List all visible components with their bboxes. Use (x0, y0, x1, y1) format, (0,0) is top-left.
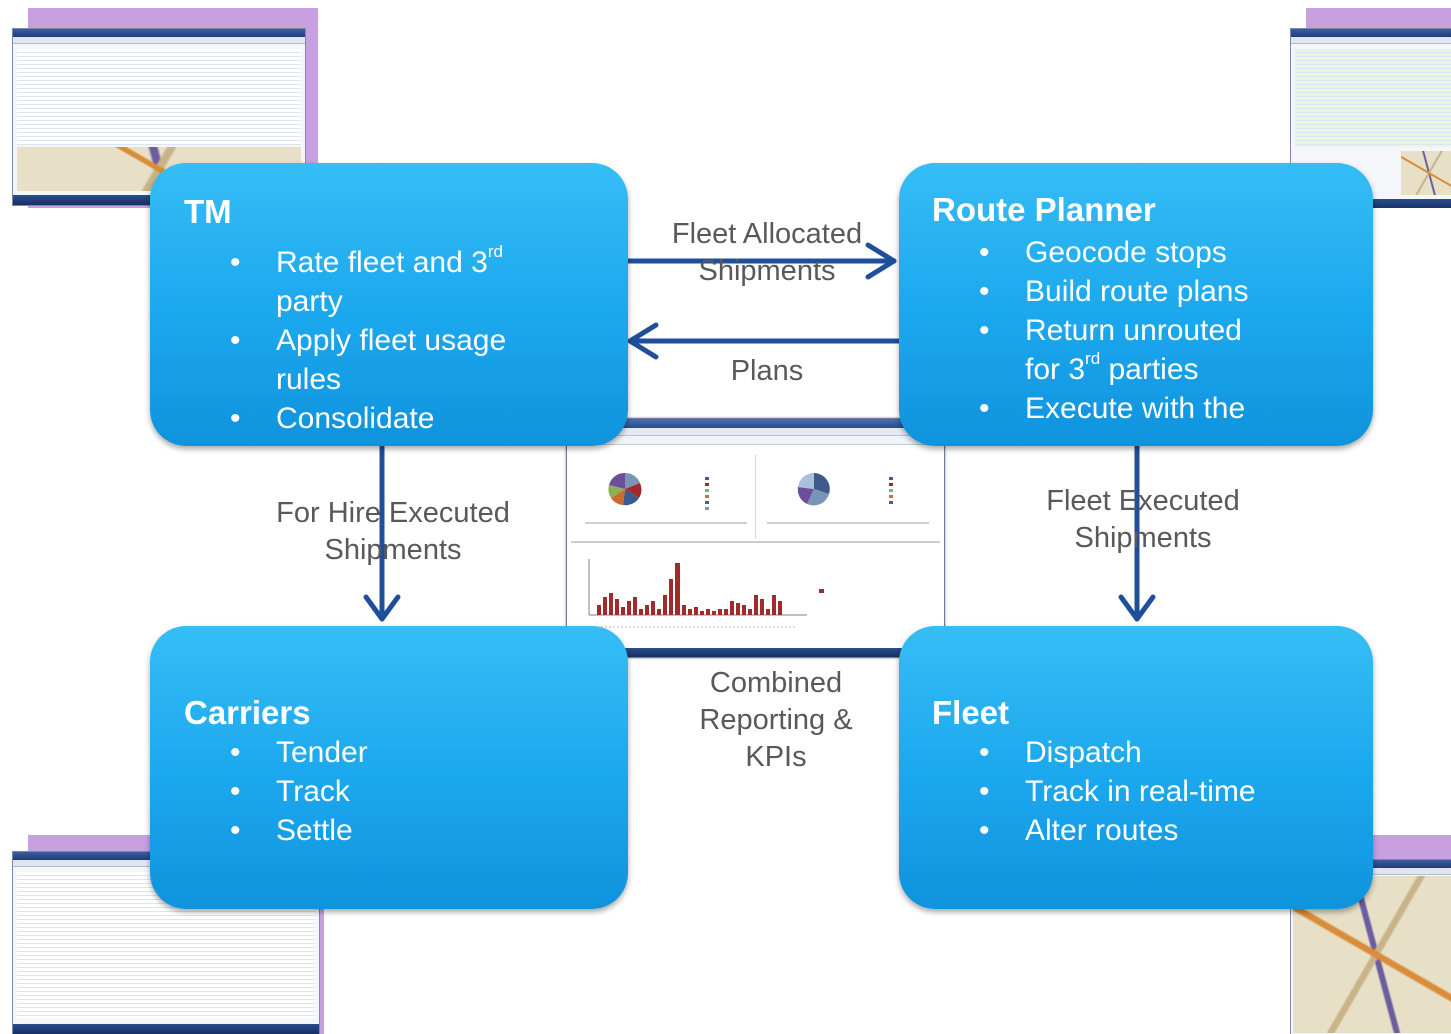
route-planner-box: Route Planner Geocode stops Build route … (899, 163, 1373, 446)
route-planner-bullet-build: Build route plans (979, 272, 1369, 311)
arrow-tm-to-carriers-head (363, 594, 401, 622)
route-planner-bullet-execute: Execute with the (979, 389, 1369, 428)
route-planner-bullet-geocode: Geocode stops (979, 233, 1369, 272)
arrow-route-planner-to-fleet-head (1118, 594, 1156, 622)
carriers-box: Carriers Tender Track Settle (150, 626, 628, 909)
tm-bullet-consolidate: Consolidate (230, 399, 620, 438)
left-pie-chart (608, 472, 642, 506)
fleet-box: Fleet Dispatch Track in real-time Alter … (899, 626, 1373, 909)
carriers-bullet-settle: Settle (230, 811, 620, 850)
route-planner-title: Route Planner (932, 191, 1156, 228)
tm-title: TM (184, 193, 232, 230)
fleet-map-screenshot-thumbnail (1290, 835, 1451, 1034)
fleet-bullet-dispatch: Dispatch (979, 733, 1369, 772)
fleet-bullet-list: Dispatch Track in real-time Alter routes (979, 733, 1369, 850)
left-pie-legend (705, 477, 709, 510)
reporting-charts (571, 472, 940, 628)
bar-chart (597, 563, 782, 615)
fleet-title: Fleet (932, 694, 1010, 731)
carriers-bullet-track: Track (230, 772, 620, 811)
right-pie-legend (889, 477, 893, 504)
bar-chart-legend-swatch (819, 589, 824, 593)
fleet-bullet-track: Track in real-time (979, 772, 1369, 811)
arrow-tm-to-route-planner-head (865, 242, 897, 280)
label-plans: Plans (730, 355, 804, 387)
reporting-dashboard-screenshot (566, 418, 945, 658)
right-pie-chart (797, 472, 830, 506)
fleet-bullet-alter: Alter routes (979, 811, 1369, 850)
carriers-title: Carriers (184, 694, 311, 731)
carriers-bullet-list: Tender Track Settle (230, 733, 620, 850)
carriers-bullet-tender: Tender (230, 733, 620, 772)
route-planner-bullet-list: Geocode stops Build route plans Return u… (979, 233, 1369, 428)
arrow-route-planner-to-tm-head (627, 322, 659, 360)
